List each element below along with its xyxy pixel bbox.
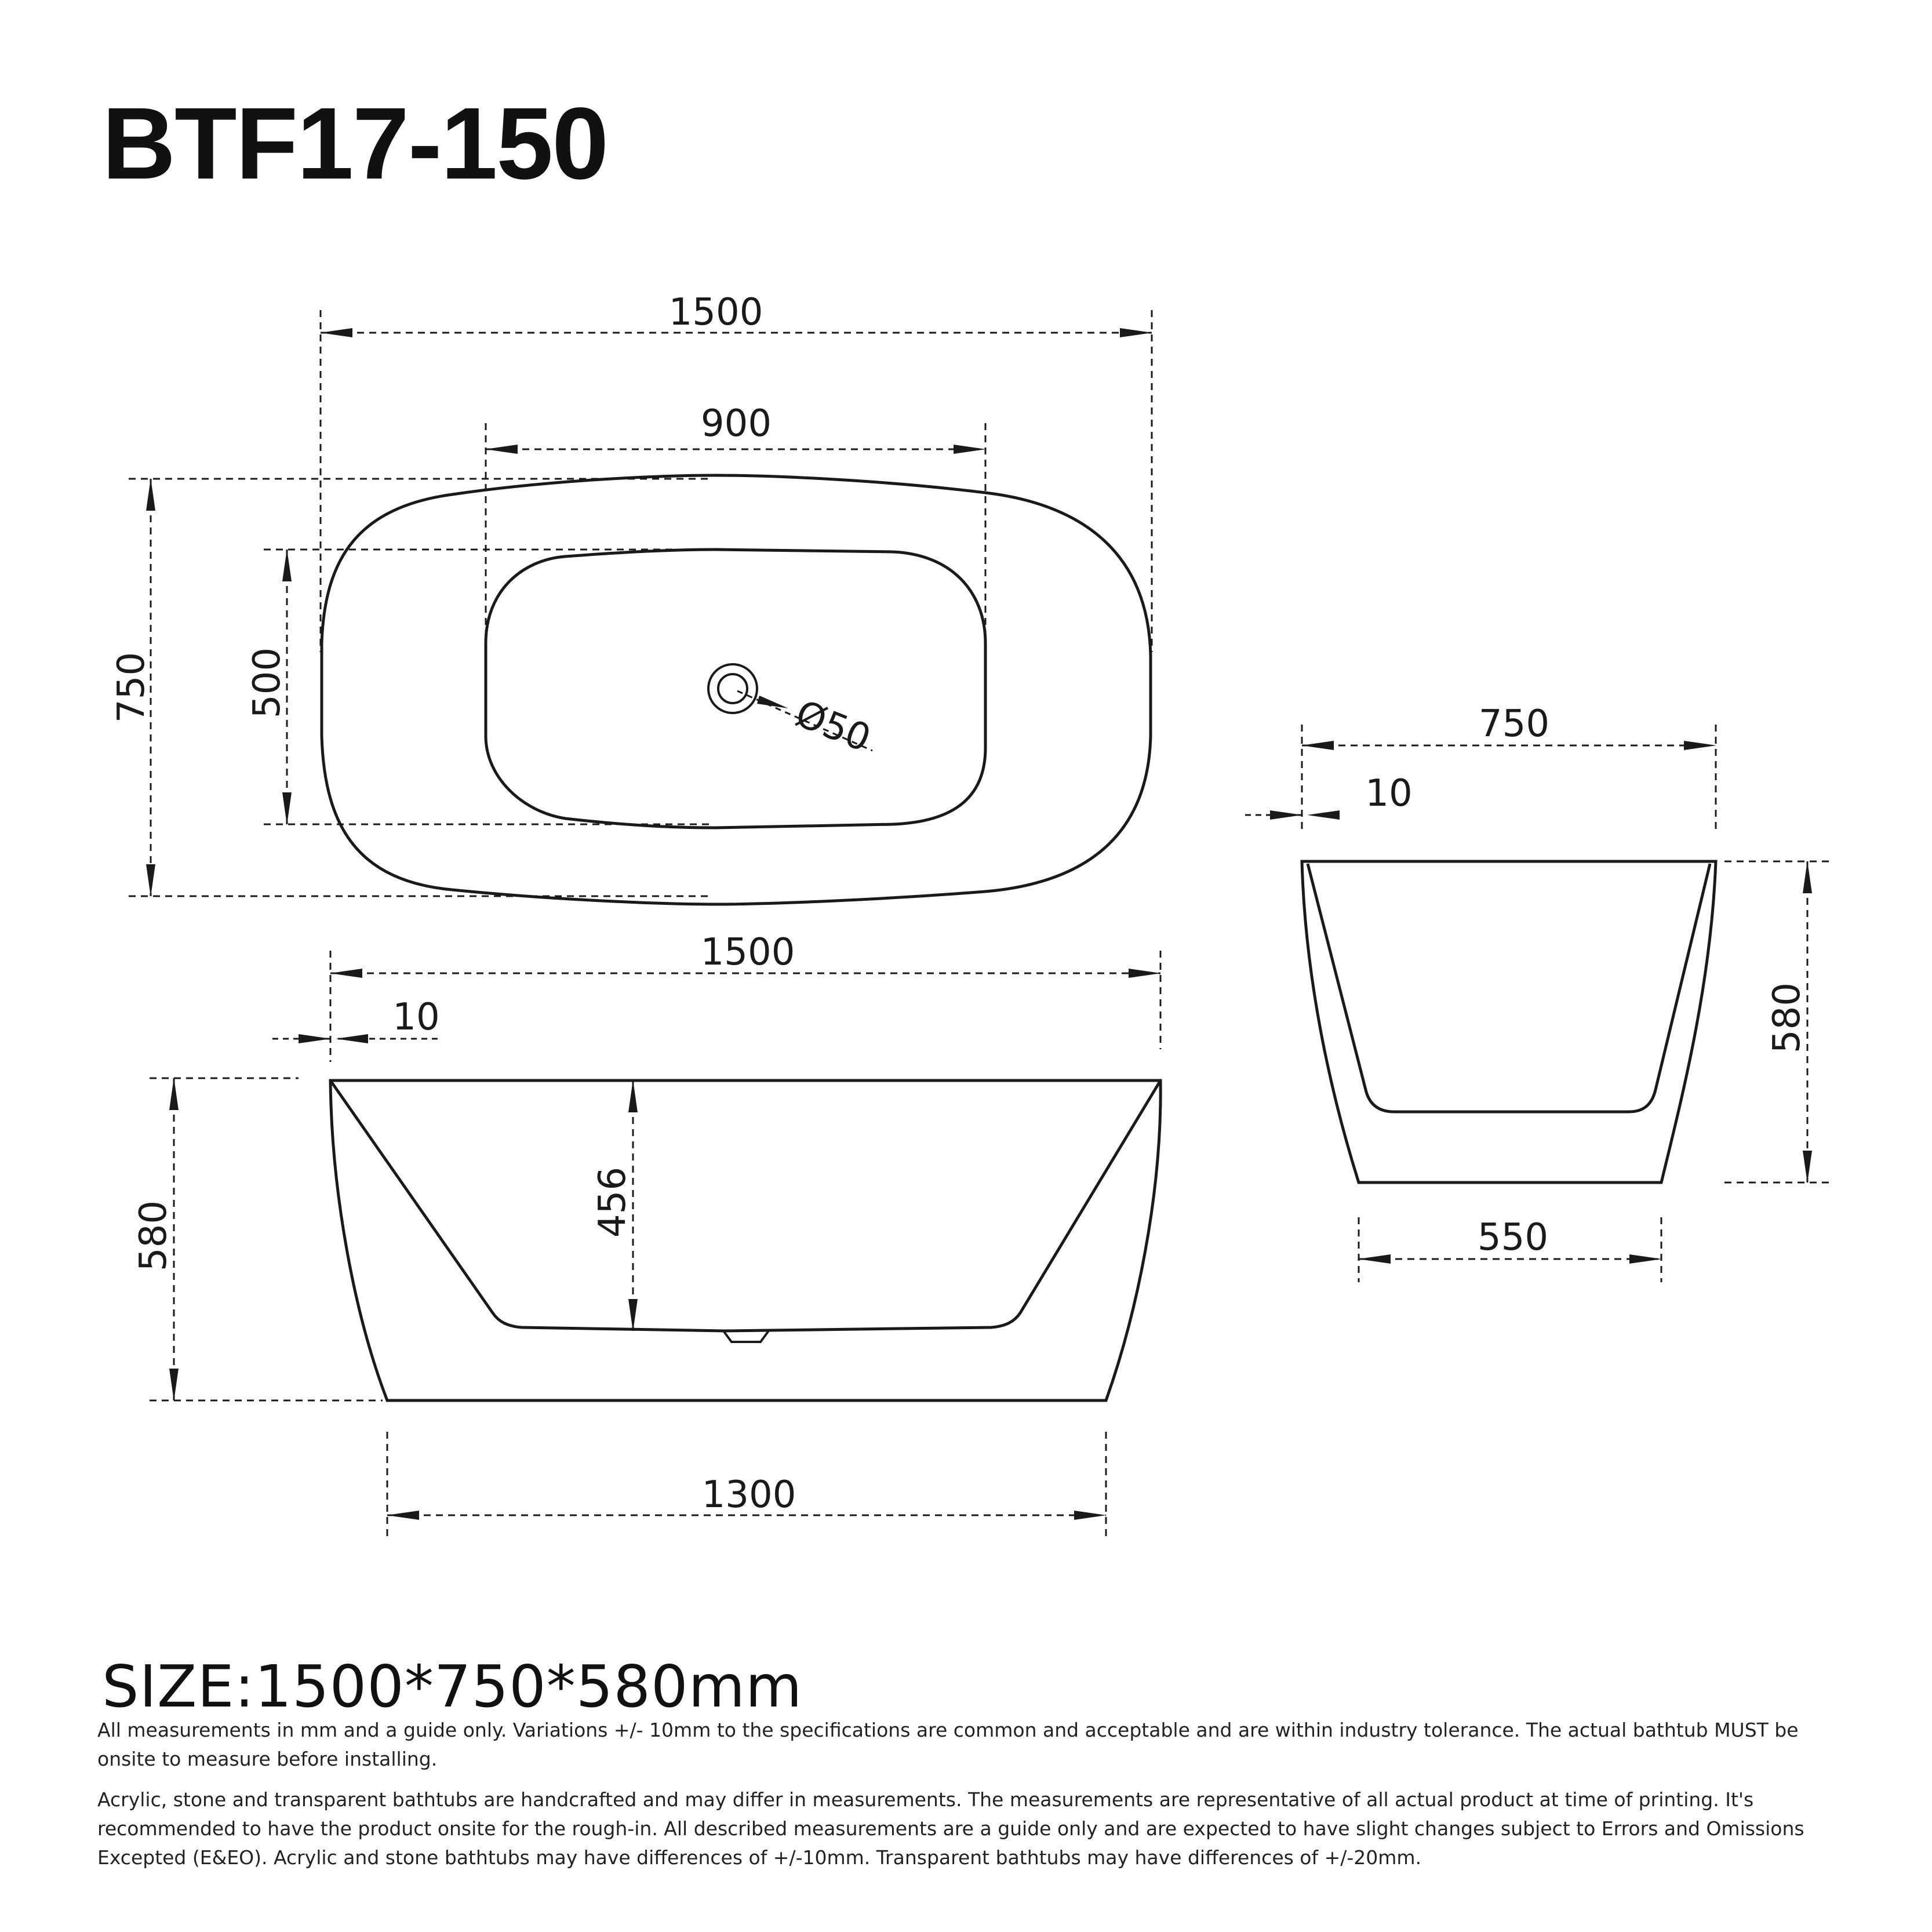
dim-overall-width: 750 (110, 652, 153, 723)
disclaimer-note-2: Acrylic, stone and transparent bathtubs … (97, 1788, 1804, 1869)
dim-inner-depth: 456 (591, 1167, 634, 1238)
dim-front-top-length: 1500 (701, 931, 795, 974)
front-view-inner-basin (329, 1079, 1162, 1333)
dim-side-wall-thickness: 10 (1365, 772, 1412, 815)
side-view-outer-shell (1300, 860, 1718, 1184)
side-view-inner-basin (1306, 863, 1712, 1114)
dim-side-base-width: 550 (1478, 1216, 1548, 1259)
drain-diameter-label: Ø50 (789, 692, 876, 761)
dim-front-height: 580 (132, 1200, 175, 1271)
dim-front-wall-thickness: 10 (392, 996, 439, 1039)
drain-inner (717, 673, 748, 704)
size-summary: SIZE:1500*750*580mm (102, 1653, 803, 1720)
top-view-inner-basin (484, 548, 987, 829)
dim-base-length: 1300 (702, 1473, 796, 1516)
front-view-outer-shell (329, 1079, 1162, 1402)
dim-overall-length: 1500 (669, 291, 763, 334)
disclaimer-note-1: All measurements in mm and a guide only.… (97, 1719, 1799, 1770)
dim-inner-width: 500 (246, 647, 289, 718)
side-view: 750 10 580 550 (1245, 703, 1831, 1282)
dim-inner-length: 900 (701, 402, 772, 445)
drain-arrow (757, 696, 788, 708)
drain-outer (707, 663, 758, 714)
top-view-outer-rim (320, 474, 1152, 906)
front-view: 1500 10 580 456 1300 (132, 931, 1162, 1539)
dim-side-height: 580 (1766, 983, 1809, 1053)
front-view-drain (722, 1330, 770, 1343)
top-view: Ø50 1500 900 750 500 (110, 291, 1153, 906)
dim-side-top-width: 750 (1479, 703, 1549, 745)
model-title: BTF17-150 (102, 87, 609, 201)
